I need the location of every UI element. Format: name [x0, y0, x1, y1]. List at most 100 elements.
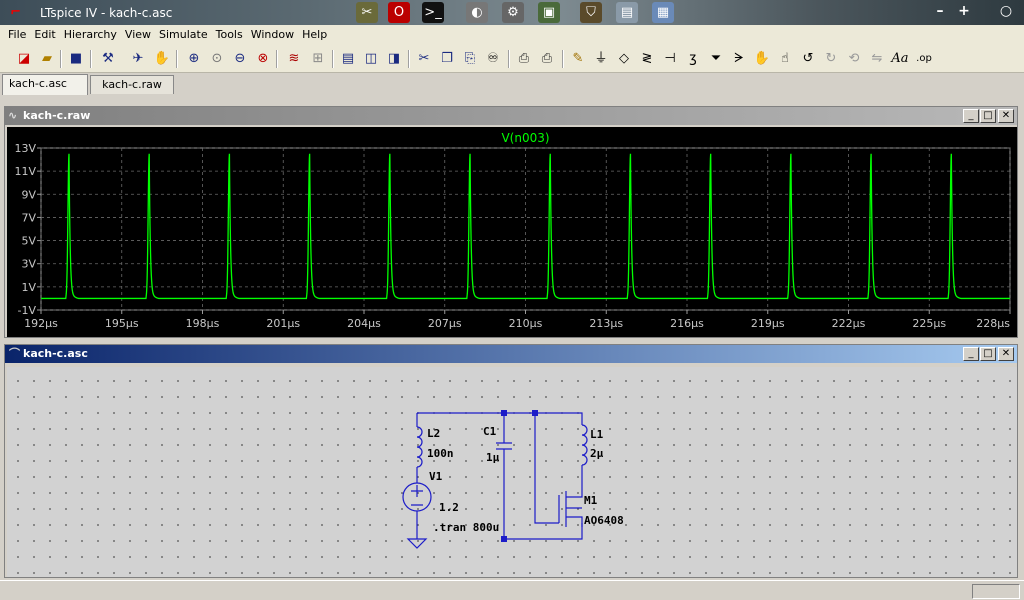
- spice-directive-icon[interactable]: .op: [916, 53, 932, 64]
- tab-kach-c-raw[interactable]: kach-c.raw: [90, 75, 174, 94]
- monitor-icon[interactable]: ▣: [538, 2, 560, 23]
- tab-kach-c-asc[interactable]: kach-c.asc: [2, 74, 88, 95]
- v1-value[interactable]: 1.2: [439, 501, 459, 514]
- rotate-icon[interactable]: ⟲: [848, 51, 860, 66]
- new-schematic-icon[interactable]: ◪: [17, 51, 31, 66]
- gimp-icon[interactable]: ◐: [466, 2, 488, 23]
- ground-icon[interactable]: ⏚: [594, 51, 608, 66]
- minimize-button[interactable]: _: [963, 109, 979, 123]
- menu-file[interactable]: File: [8, 28, 27, 41]
- capacitor-icon[interactable]: ⊣: [664, 51, 676, 66]
- tile-horizontal-icon[interactable]: ▤: [341, 51, 355, 66]
- schematic-canvas[interactable]: L2 100n V1 1.2 C1 1µ L1 2µ M1 AO6408 .tr…: [7, 367, 1017, 577]
- draw-wire-icon[interactable]: ✎: [572, 51, 584, 66]
- shield-icon[interactable]: ⛉: [580, 2, 602, 23]
- component-icon[interactable]: ᗒ: [734, 51, 744, 66]
- run-icon[interactable]: ✈: [132, 51, 144, 66]
- zoom-in-icon[interactable]: ⊕: [188, 51, 200, 66]
- l1-ref[interactable]: L1: [590, 428, 604, 441]
- label-net-icon[interactable]: ◇: [619, 51, 629, 66]
- open-icon[interactable]: ▰: [42, 51, 52, 66]
- menu-edit[interactable]: Edit: [34, 28, 56, 41]
- autorange-icon[interactable]: ≋: [288, 51, 300, 66]
- control-panel-icon[interactable]: ⚒: [102, 51, 114, 66]
- mosfet-m1[interactable]: [558, 483, 583, 527]
- wire[interactable]: [504, 412, 559, 524]
- print-setup-icon[interactable]: ⎙: [518, 51, 530, 66]
- tile-vertical-icon[interactable]: ◨: [387, 51, 401, 66]
- x-tick-label: 216µs: [670, 317, 704, 330]
- save-icon[interactable]: ■: [69, 51, 83, 66]
- c1-value[interactable]: 1µ: [486, 451, 500, 464]
- menu-simulate[interactable]: Simulate: [159, 28, 208, 41]
- menu-help[interactable]: Help: [302, 28, 328, 41]
- ground-symbol[interactable]: [406, 538, 428, 549]
- package-icon[interactable]: ▦: [652, 2, 674, 23]
- pan-icon[interactable]: ⊙: [211, 51, 223, 66]
- x-tick-label: 204µs: [347, 317, 381, 330]
- wire[interactable]: [504, 523, 583, 540]
- schematic-drawing[interactable]: L2 100n V1 1.2 C1 1µ L1 2µ M1 AO6408 .tr…: [7, 367, 1017, 577]
- capacitor-c1[interactable]: [496, 427, 512, 539]
- undo-icon[interactable]: ↺: [802, 51, 814, 66]
- menu-window[interactable]: Window: [250, 28, 295, 41]
- drag-icon[interactable]: ☝: [781, 51, 789, 66]
- cut-icon[interactable]: ✂: [418, 51, 430, 66]
- waveform-window-title: ∿ kach-c.raw: [5, 107, 1017, 125]
- minimize-button[interactable]: _: [963, 347, 979, 361]
- move-icon[interactable]: ✋: [753, 51, 771, 66]
- grid-icon[interactable]: ⊞: [312, 51, 324, 66]
- halt-icon[interactable]: ✋: [153, 51, 171, 66]
- print-icon[interactable]: ⎙: [541, 51, 553, 66]
- close-button[interactable]: ✕: [998, 109, 1014, 123]
- text-icon[interactable]: Aa: [891, 51, 909, 66]
- copy-icon[interactable]: ❐: [441, 51, 453, 66]
- zoom-out-icon[interactable]: ⊖: [234, 51, 246, 66]
- schematic-window[interactable]: ⌒ kach-c.asc _ □ ✕: [4, 344, 1018, 578]
- inductor-l2[interactable]: [416, 426, 423, 468]
- close-button[interactable]: ✕: [998, 347, 1014, 361]
- series-label[interactable]: V(n003): [501, 131, 549, 145]
- diode-icon[interactable]: ⏷: [710, 51, 722, 66]
- ltspice-logo-icon: ⌐: [10, 5, 21, 20]
- tran-directive[interactable]: .tran 800u: [433, 521, 499, 534]
- find-icon[interactable]: ♾: [487, 51, 499, 66]
- m1-value[interactable]: AO6408: [584, 514, 624, 527]
- menu-hierarchy[interactable]: Hierarchy: [63, 28, 117, 41]
- toolbar-separator: [60, 50, 62, 68]
- inductor-l1[interactable]: [581, 424, 588, 466]
- menu-view[interactable]: View: [124, 28, 152, 41]
- restore-button[interactable]: □: [980, 109, 996, 123]
- terminal-icon[interactable]: >_: [422, 2, 444, 23]
- paste-icon[interactable]: ⎘: [464, 51, 476, 66]
- menu-tools[interactable]: Tools: [215, 28, 243, 41]
- series-line-v-n003[interactable]: [41, 153, 1010, 300]
- junction-dot: [532, 410, 538, 416]
- wire[interactable]: [535, 412, 583, 425]
- menu-bar: File Edit Hierarchy View Simulate Tools …: [0, 25, 1024, 45]
- mirror-icon[interactable]: ⇋: [871, 51, 883, 66]
- cabinet-icon[interactable]: ▤: [616, 2, 638, 23]
- minimize-icon[interactable]: –: [936, 3, 944, 19]
- tools-icon[interactable]: ✂: [356, 2, 378, 23]
- l2-ref[interactable]: L2: [427, 427, 440, 440]
- cascade-icon[interactable]: ◫: [364, 51, 378, 66]
- close-icon[interactable]: ○: [999, 3, 1013, 19]
- opera-icon[interactable]: O: [388, 2, 410, 23]
- resistor-icon[interactable]: ≷: [641, 51, 653, 66]
- l1-value[interactable]: 2µ: [590, 447, 604, 460]
- restore-button[interactable]: □: [980, 347, 996, 361]
- maximize-icon[interactable]: +: [958, 3, 970, 19]
- inductor-icon[interactable]: ʒ: [689, 51, 697, 66]
- c1-ref[interactable]: C1: [483, 425, 497, 438]
- l2-value[interactable]: 100n: [427, 447, 454, 460]
- v1-ref[interactable]: V1: [429, 470, 443, 483]
- m1-ref[interactable]: M1: [584, 494, 598, 507]
- zoom-full-icon[interactable]: ⊗: [257, 51, 269, 66]
- settings-gear-icon[interactable]: ⚙: [502, 2, 524, 23]
- redo-icon[interactable]: ↻: [825, 51, 837, 66]
- y-tick-label: 1V: [21, 281, 36, 294]
